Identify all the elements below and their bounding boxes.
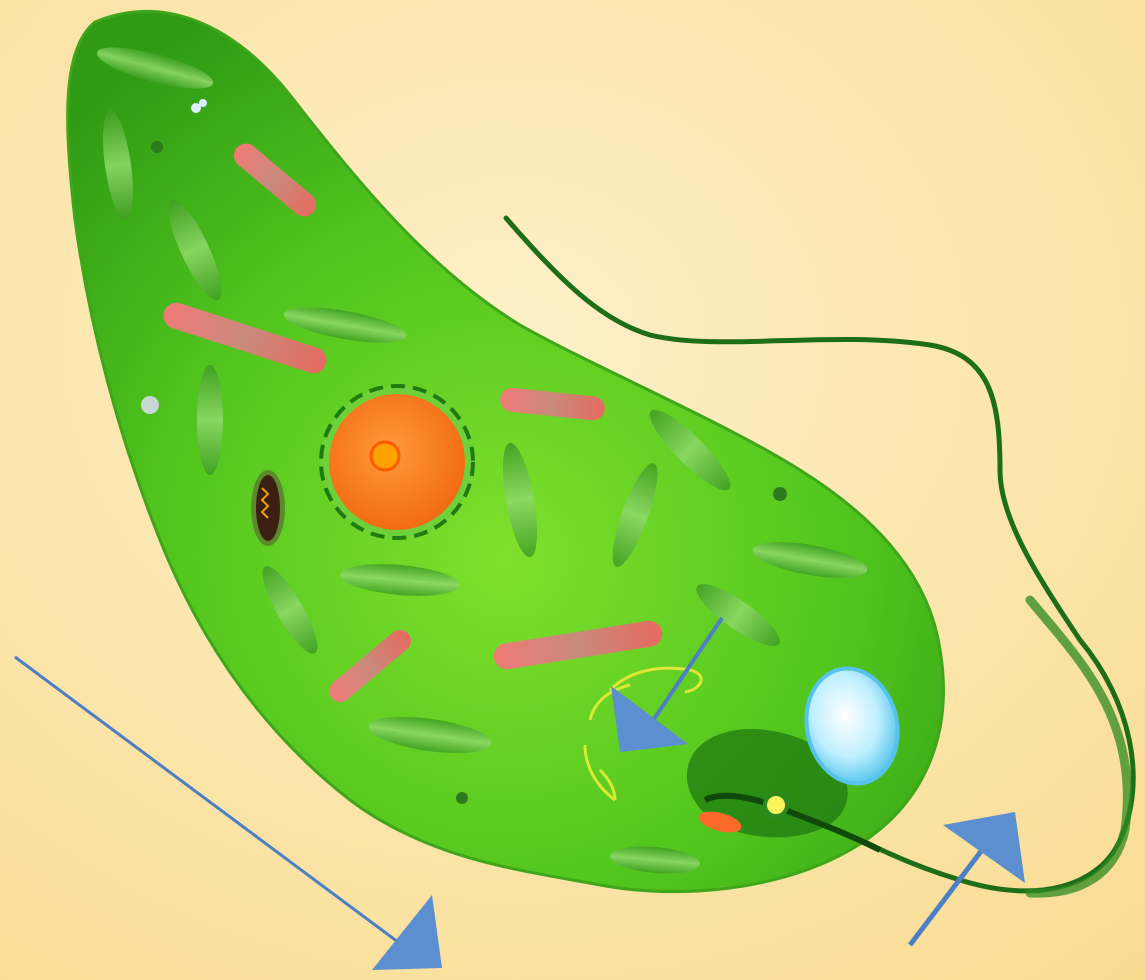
nucleus [321, 386, 473, 538]
paramylon-body [251, 470, 285, 546]
nucleolus [371, 442, 399, 470]
photoreceptor [765, 794, 787, 816]
